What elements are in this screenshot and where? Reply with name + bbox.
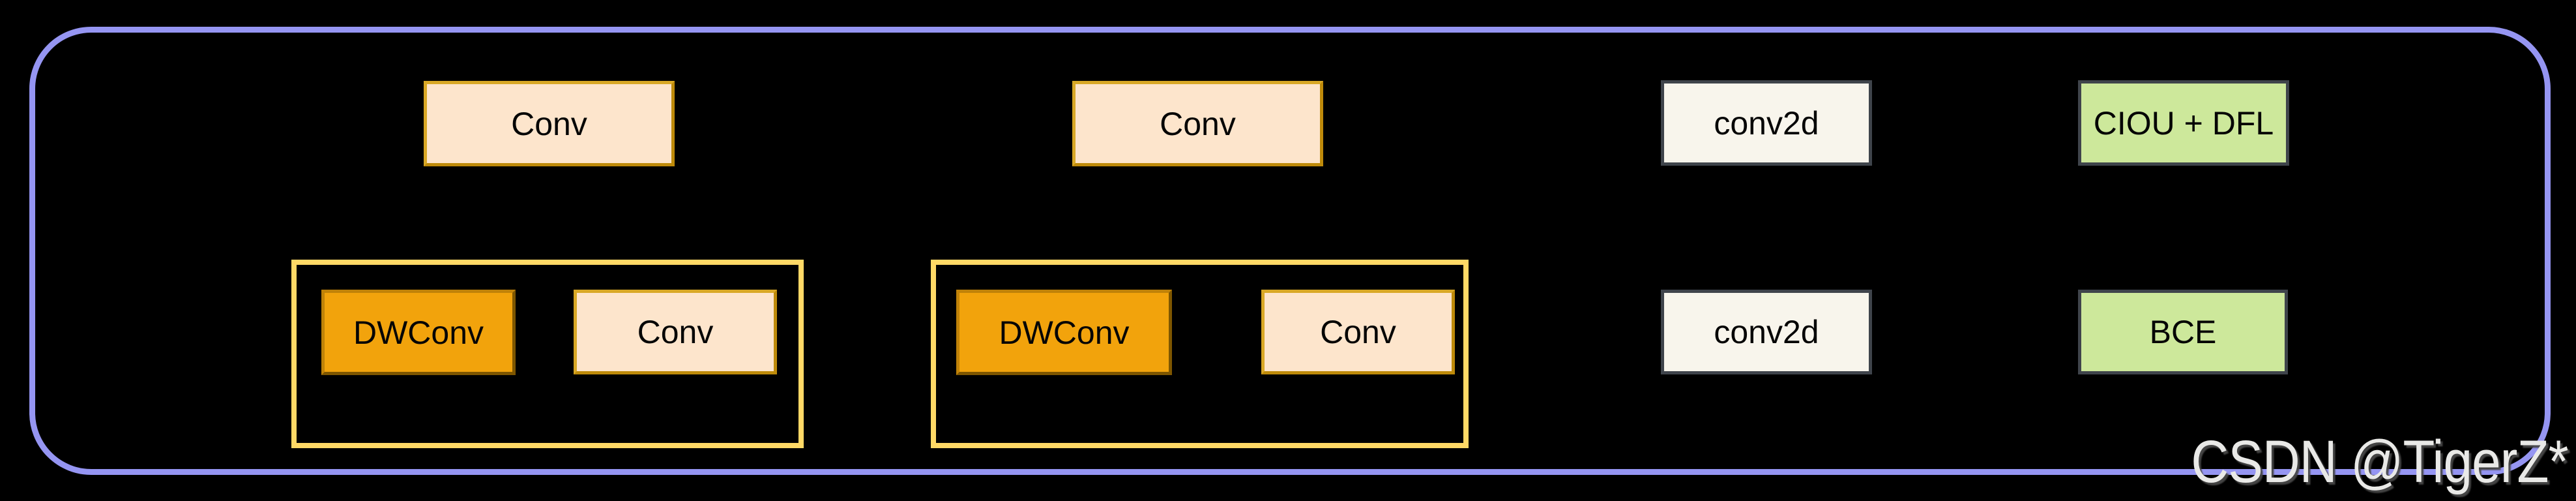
ciou-dfl-loss-label: CIOU + DFL: [2093, 104, 2274, 142]
dwconv-block-2-label: DWConv: [999, 314, 1130, 351]
dwconv-block-2: DWConv: [956, 290, 1172, 375]
bce-loss-block: BCE: [2078, 290, 2288, 374]
conv-block-top-1: Conv: [424, 81, 675, 166]
dwconv-block-1: DWConv: [321, 290, 516, 375]
outer-rounded-frame: [29, 27, 2551, 475]
bce-loss-label: BCE: [2149, 314, 2217, 350]
csdn-watermark: CSDN @TigerZ*: [2191, 429, 2569, 495]
ciou-dfl-loss-block: CIOU + DFL: [2078, 80, 2289, 166]
conv-block-top-1-label: Conv: [511, 105, 587, 142]
conv2d-block-bottom-label: conv2d: [1714, 314, 1819, 350]
conv-block-group-2-label: Conv: [1320, 314, 1396, 350]
conv2d-block-top-label: conv2d: [1714, 104, 1819, 142]
dwconv-block-1-label: DWConv: [353, 314, 484, 351]
dwconv-conv-group-1: [291, 260, 804, 448]
conv-block-top-2: Conv: [1072, 81, 1323, 166]
conv-block-group-1-label: Conv: [637, 314, 714, 350]
conv-block-top-2-label: Conv: [1160, 105, 1236, 142]
conv-block-group-2: Conv: [1261, 290, 1455, 374]
conv-block-group-1: Conv: [574, 290, 777, 374]
conv2d-block-bottom: conv2d: [1661, 290, 1872, 374]
dwconv-conv-group-2: [931, 260, 1469, 448]
conv2d-block-top: conv2d: [1661, 80, 1872, 166]
